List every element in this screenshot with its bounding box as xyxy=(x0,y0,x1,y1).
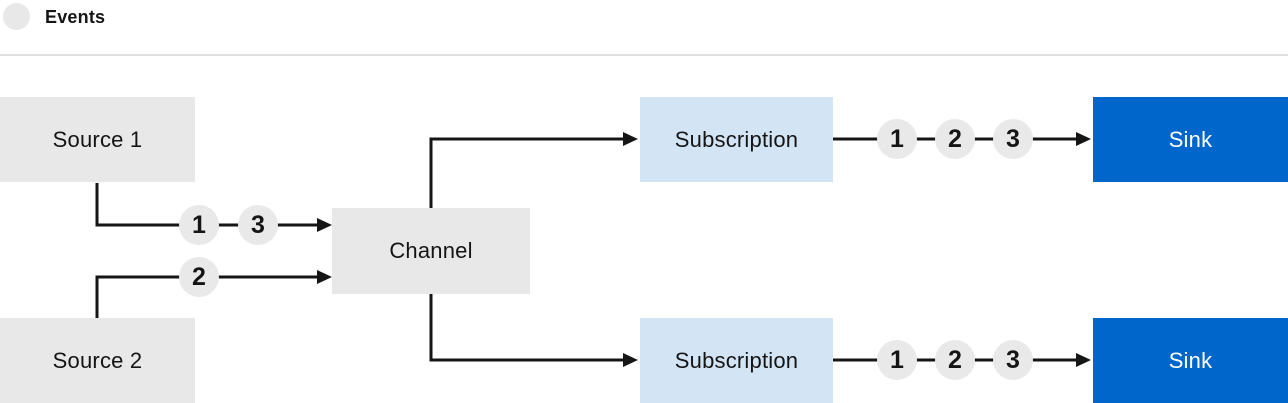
event-badge-source2-2: 2 xyxy=(179,257,219,297)
node-subscription-top: Subscription xyxy=(640,97,833,182)
node-source-1-label: Source 1 xyxy=(52,126,143,152)
node-subscription-bottom-label: Subscription xyxy=(674,347,799,373)
event-badge-source1-3: 3 xyxy=(238,205,278,245)
node-source-1: Source 1 xyxy=(0,97,195,182)
legend-label: Events xyxy=(45,7,106,27)
node-subscription-bottom: Subscription xyxy=(640,318,833,403)
event-badge-sub-top-2: 2 xyxy=(935,119,975,159)
arrowhead-source1-to-channel xyxy=(317,218,332,232)
node-sink-top-label: Sink xyxy=(1168,126,1213,152)
node-sink-top: Sink xyxy=(1093,97,1288,182)
event-badge-source1-1: 1 xyxy=(179,205,219,245)
node-source-2-label: Source 2 xyxy=(52,347,143,373)
arrowhead-subscription-top-to-sink xyxy=(1076,132,1091,146)
event-badge-sub-top-3: 3 xyxy=(993,119,1033,159)
node-subscription-top-label: Subscription xyxy=(674,126,799,152)
arrowhead-subscription-bottom-to-sink xyxy=(1076,353,1091,367)
event-badge-sub-bottom-1: 1 xyxy=(877,340,917,380)
node-channel-label: Channel xyxy=(389,238,473,263)
node-sink-bottom-label: Sink xyxy=(1168,347,1213,373)
event-circle-icon xyxy=(3,3,30,30)
node-channel: Channel xyxy=(332,208,530,294)
event-badge-sub-bottom-2: 2 xyxy=(935,340,975,380)
event-badge-sub-bottom-3: 3 xyxy=(993,340,1033,380)
legend: Events xyxy=(0,0,1288,54)
connector-channel-to-subscription-top xyxy=(429,137,623,209)
arrowhead-source2-to-channel xyxy=(317,270,332,284)
connector-channel-to-subscription-bottom xyxy=(429,293,623,362)
arrowhead-channel-to-subscription-top xyxy=(623,132,638,146)
node-sink-bottom: Sink xyxy=(1093,318,1288,403)
arrowhead-channel-to-subscription-bottom xyxy=(623,353,638,367)
node-source-2: Source 2 xyxy=(0,318,195,403)
legend-divider xyxy=(0,54,1288,56)
connector-source2-to-channel xyxy=(95,275,317,319)
event-badge-sub-top-1: 1 xyxy=(877,119,917,159)
